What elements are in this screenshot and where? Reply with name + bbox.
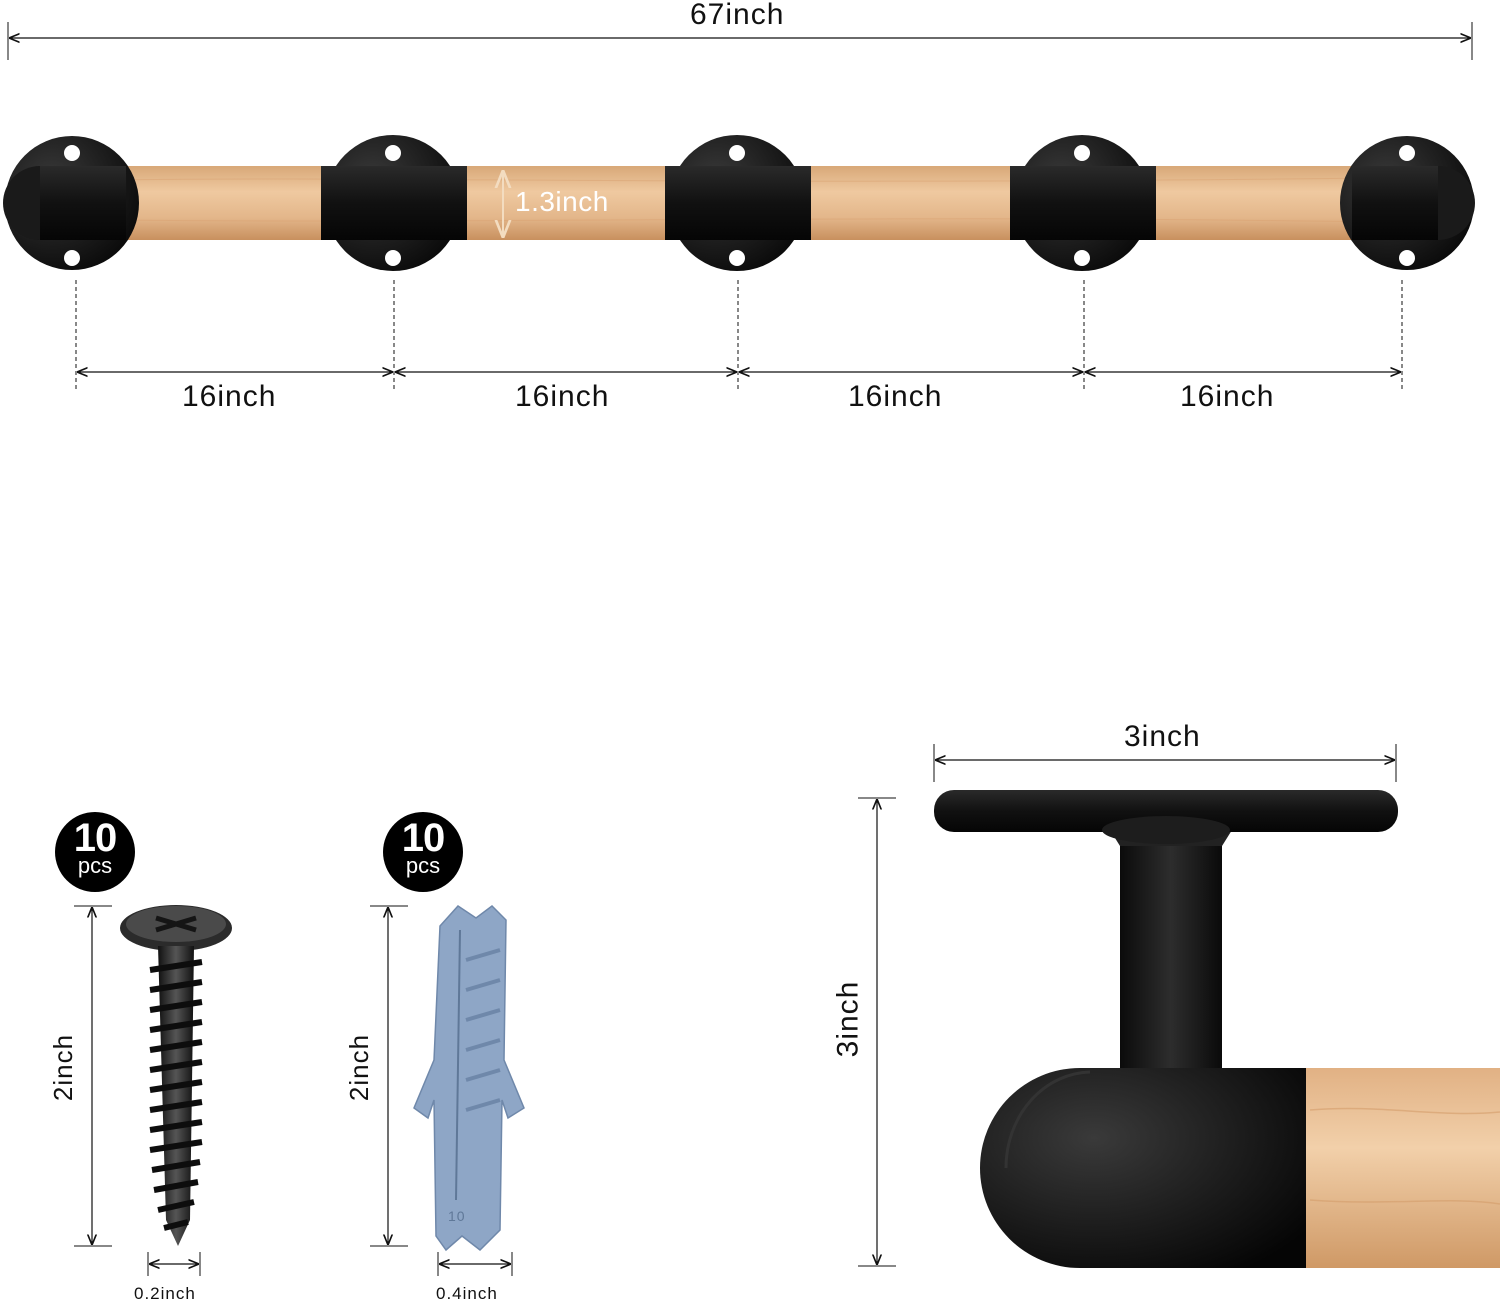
rod-diameter-label: 1.3inch bbox=[515, 186, 609, 217]
anchor-marking: 10 bbox=[448, 1208, 466, 1224]
bracket-left-end bbox=[3, 136, 139, 270]
screw bbox=[120, 905, 232, 1246]
bracket-closeup bbox=[934, 790, 1500, 1268]
screw-length-label: 2inch bbox=[48, 1033, 79, 1102]
bracket-middle-1 bbox=[321, 135, 467, 271]
bracket-width-label: 3inch bbox=[1124, 720, 1201, 753]
screw-quantity-unit: pcs bbox=[77, 853, 113, 878]
screw-quantity: 10 bbox=[73, 816, 118, 860]
screw-dimensions bbox=[74, 905, 201, 1276]
spacing-label-3: 16inch bbox=[848, 380, 943, 413]
anchor-dimensions bbox=[370, 905, 513, 1276]
spacing-dimensions bbox=[75, 280, 1403, 392]
screw-diameter-label: 0.2inch bbox=[134, 1284, 196, 1303]
spacing-label-1: 16inch bbox=[182, 380, 277, 413]
anchor-quantity: 10 bbox=[401, 816, 446, 860]
anchor-quantity-badge: 10 pcs bbox=[383, 812, 463, 892]
anchor-diameter-label: 0.4inch bbox=[436, 1284, 498, 1303]
bracket-middle-2 bbox=[665, 135, 811, 271]
bracket-height-label: 3inch bbox=[831, 980, 865, 1058]
wall-anchor bbox=[413, 905, 525, 1252]
anchor-quantity-unit: pcs bbox=[405, 853, 441, 878]
bracket-right-end bbox=[1340, 136, 1475, 270]
bracket-closeup-dimensions bbox=[858, 744, 1397, 1267]
anchor-length-label: 2inch bbox=[344, 1033, 375, 1102]
overall-length-label: 67inch bbox=[690, 0, 785, 31]
screw-quantity-badge: 10 pcs bbox=[55, 812, 135, 892]
bracket-middle-3 bbox=[1010, 135, 1156, 271]
overall-length-dimension bbox=[7, 22, 1473, 60]
spacing-label-4: 16inch bbox=[1180, 380, 1275, 413]
spacing-label-2: 16inch bbox=[515, 380, 610, 413]
